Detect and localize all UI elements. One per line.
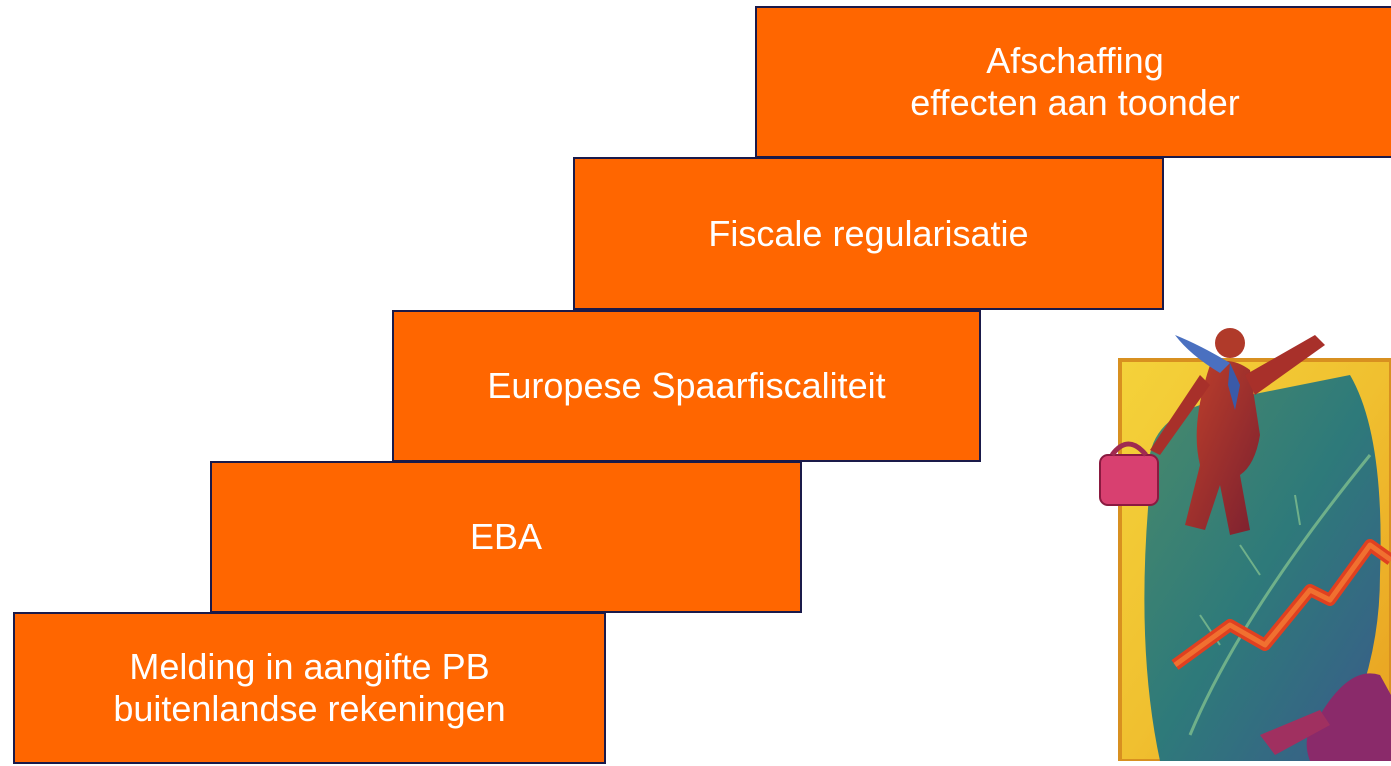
- step-label: Europese Spaarfiscaliteit: [487, 365, 886, 406]
- step-afschaffing: Afschaffing effecten aan toonder: [755, 6, 1391, 158]
- step-europese-spaarfiscaliteit: Europese Spaarfiscaliteit: [392, 310, 981, 462]
- businessman-climbing-chart-icon: [1080, 315, 1391, 763]
- step-label-line1: Melding in aangifte PB: [129, 646, 490, 687]
- step-label: EBA: [469, 516, 543, 557]
- step-label-line2: effecten aan toonder: [910, 82, 1240, 123]
- step-label-line1: Afschaffing: [986, 40, 1164, 81]
- step-label-line2: buitenlandse rekeningen: [113, 688, 506, 729]
- step-fiscale-regularisatie: Fiscale regularisatie: [573, 157, 1164, 310]
- step-melding-aangifte: Melding in aangifte PB buitenlandse reke…: [13, 612, 606, 764]
- step-label: Fiscale regularisatie: [708, 212, 1029, 254]
- step-eba: EBA: [210, 461, 802, 613]
